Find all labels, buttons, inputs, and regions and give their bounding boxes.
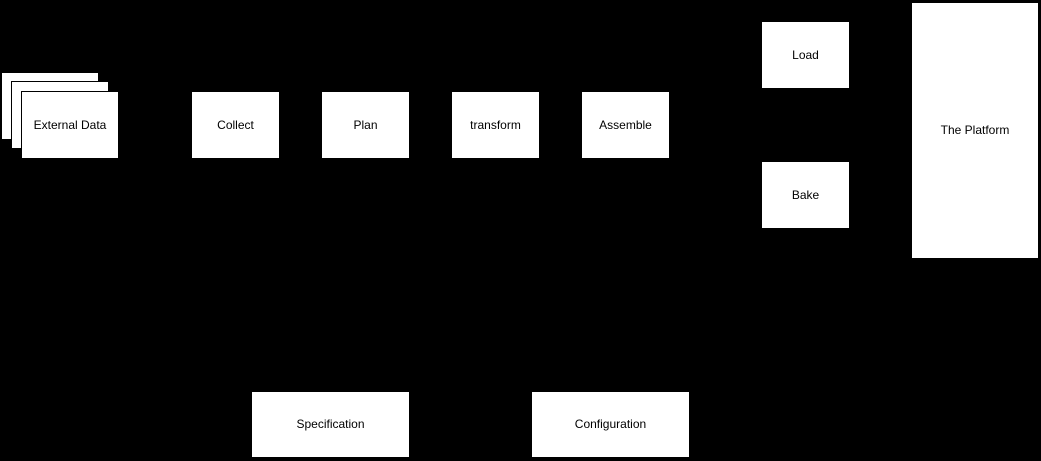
node-specification[interactable]: Specification (251, 391, 410, 458)
node-assemble[interactable]: Assemble (581, 91, 670, 159)
node-bake-label: Bake (791, 187, 820, 202)
node-external-data[interactable]: External Data (21, 91, 119, 159)
node-specification-label: Specification (296, 417, 365, 432)
node-bake[interactable]: Bake (761, 161, 850, 229)
node-plan[interactable]: Plan (321, 91, 410, 159)
node-configuration-label: Configuration (574, 417, 647, 432)
node-the-platform[interactable]: The Platform (911, 2, 1039, 259)
node-collect[interactable]: Collect (191, 91, 280, 159)
node-configuration[interactable]: Configuration (531, 391, 690, 458)
node-transform[interactable]: transform (451, 91, 540, 159)
node-transform-label: transform (470, 117, 521, 132)
node-load-label: Load (792, 47, 819, 62)
node-collect-label: Collect (217, 117, 254, 132)
node-plan-label: Plan (353, 117, 378, 132)
node-the-platform-label: The Platform (940, 123, 1010, 138)
node-external-data-label: External Data (33, 117, 107, 132)
node-load[interactable]: Load (761, 21, 850, 89)
node-assemble-label: Assemble (599, 117, 652, 132)
